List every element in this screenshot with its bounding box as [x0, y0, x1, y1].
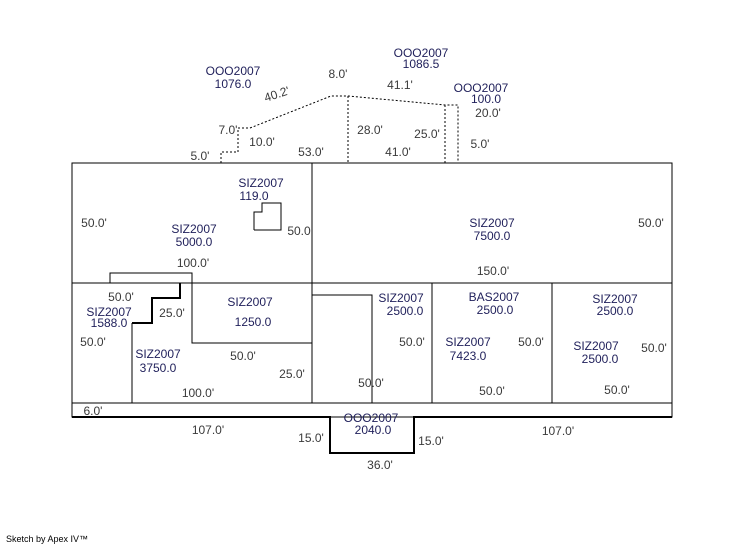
area-code-siz-2500b: SIZ2007	[592, 292, 638, 306]
area-value-siz-3750: 3750.0	[140, 361, 177, 375]
dim-50-left-bottom: 50.0'	[80, 335, 106, 349]
area-code-siz-big: SIZ2007	[469, 216, 515, 230]
area-value-ooo-left: 1076.0	[215, 77, 252, 91]
dim-53-0: 53.0'	[298, 145, 324, 159]
area-labels: OOO2007 1076.0 OOO2007 1086.5 OOO2007 10…	[86, 46, 638, 437]
area-code-ooo-top: OOO2007	[394, 46, 449, 60]
dim-25-0-top: 25.0'	[414, 127, 440, 141]
dim-50-right-top: 50.0'	[638, 216, 664, 230]
dim-6-0: 6.0'	[84, 404, 103, 418]
step-thick-line	[132, 283, 181, 324]
apex-credit: Sketch by Apex IV™	[6, 534, 89, 544]
dim-107-0-left: 107.0'	[192, 423, 224, 437]
area-value-siz-1250: 1250.0	[235, 315, 272, 329]
dim-50-left-top: 50.0'	[81, 216, 107, 230]
area-code-ooo-bottom: OOO2007	[344, 411, 399, 425]
area-value-siz-2500a: 2500.0	[387, 304, 424, 318]
dim-50-b7: 50.0'	[641, 341, 667, 355]
area-code-siz-2500a: SIZ2007	[378, 291, 424, 305]
dim-41-1: 41.1'	[387, 78, 413, 92]
area-value-siz-left: 5000.0	[176, 235, 213, 249]
main-building-outline	[71, 162, 673, 418]
dim-15-0-right: 15.0'	[418, 434, 444, 448]
area-code-siz-2500c: SIZ2007	[573, 339, 619, 353]
dim-36-0: 36.0'	[367, 458, 393, 472]
dim-50-b8: 50.0'	[604, 383, 630, 397]
dim-50-b1: 50.0'	[108, 290, 134, 304]
area-value-siz-small: 119.0	[239, 189, 268, 203]
dim-20-0: 20.0'	[475, 106, 501, 120]
step-thin-line	[109, 272, 193, 283]
dim-100-0-a: 100.0'	[177, 256, 209, 270]
dim-50-b3: 50.0'	[358, 376, 384, 390]
area-value-siz-2500c: 2500.0	[582, 352, 619, 366]
area-code-siz-7423: SIZ2007	[445, 335, 491, 349]
dim-41-0: 41.0'	[385, 145, 411, 159]
dim-100-0-b: 100.0'	[182, 386, 214, 400]
outline-lines	[71, 162, 673, 454]
dim-50-small: 50.0	[287, 224, 311, 238]
dim-50-b4: 50.0'	[399, 335, 425, 349]
area-code-ooo-left: OOO2007	[206, 64, 261, 78]
area-code-ooo-right: OOO2007	[454, 81, 509, 95]
porch-dotted-outline	[220, 95, 459, 163]
dimension-labels: 40.2' 8.0' 41.1' 20.0' 7.0' 10.0' 28.0' …	[80, 67, 667, 472]
dim-25-0-b: 25.0'	[279, 367, 305, 381]
area-code-bas: BAS2007	[469, 290, 520, 304]
area-code-siz-3750: SIZ2007	[135, 347, 181, 361]
dim-25-0-mid: 25.0'	[159, 306, 185, 320]
area-code-siz-1250: SIZ2007	[227, 295, 273, 309]
area-value-ooo-top: 1086.5	[403, 57, 440, 71]
area-value-siz-7423: 7423.0	[450, 349, 487, 363]
area-value-ooo-right: 100.0	[471, 92, 501, 106]
area-code-siz-small: SIZ2007	[238, 176, 284, 190]
dim-50-b6: 50.0'	[479, 384, 505, 398]
dim-50-b5: 50.0'	[518, 335, 544, 349]
dim-28-0: 28.0'	[357, 123, 383, 137]
dim-150-0: 150.0'	[477, 264, 509, 278]
room-119-outline	[253, 202, 282, 231]
dotted-outlines	[220, 95, 459, 163]
area-value-siz-2500b: 2500.0	[597, 304, 634, 318]
dim-107-0-right: 107.0'	[542, 424, 574, 438]
area-value-siz-1588: 1588.0	[91, 316, 128, 330]
room-2500-inner-outline	[312, 294, 373, 403]
dim-5-0-left: 5.0'	[191, 149, 210, 163]
dim-50-b2: 50.0'	[230, 349, 256, 363]
dim-7-0: 7.0'	[219, 123, 238, 137]
bottom-notch-outline	[72, 416, 672, 454]
area-value-bas: 2500.0	[477, 303, 514, 317]
area-value-ooo-bottom: 2040.0	[355, 423, 392, 437]
area-code-siz-left: SIZ2007	[171, 222, 217, 236]
dim-15-0-left: 15.0'	[298, 431, 324, 445]
dim-8-0: 8.0'	[329, 67, 348, 81]
dim-5-0-right: 5.0'	[471, 137, 490, 151]
dim-40-2: 40.2'	[262, 84, 291, 105]
area-code-siz-1588: SIZ2007	[86, 305, 132, 319]
room-1250-outline	[191, 283, 312, 344]
area-value-siz-big: 7500.0	[474, 229, 511, 243]
dim-10-0: 10.0'	[249, 135, 275, 149]
